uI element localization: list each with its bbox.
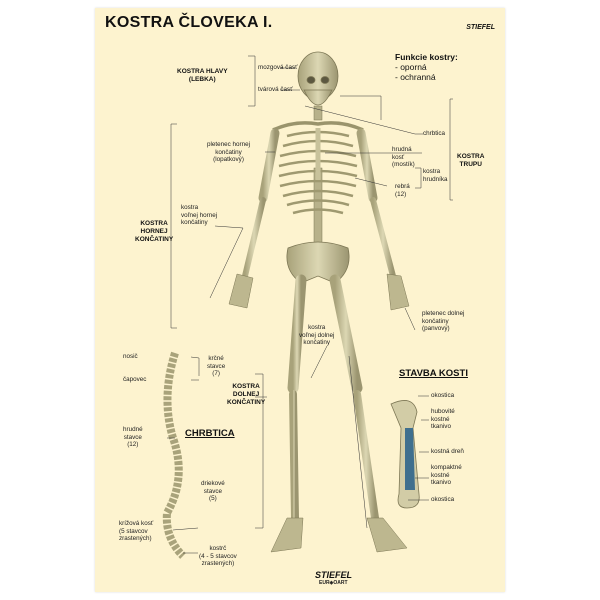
group-trunk: KOSTRA TRUPU [457, 153, 485, 168]
bone-section-title: STAVBA KOSTI [399, 368, 468, 379]
label-shoulder-girdle: pletenec hornej končatiny (lopatkový) [207, 141, 251, 163]
bone-structure-illustration [390, 400, 420, 509]
label-atlas: nosič [123, 353, 138, 360]
hands [228, 273, 410, 311]
label-bone-marrow: kostná dreň [431, 448, 464, 455]
label-sacrum: krížová kosť (5 stavcov zrastených) [119, 520, 154, 542]
group-upper-limb: KOSTRA HORNEJ KONČATINY [135, 220, 174, 243]
label-thorax: kostra hrudníka [423, 168, 448, 183]
functions-heading: Funkcie kostry: [395, 52, 458, 62]
function-item: - ochranná [395, 72, 436, 82]
brand-sub-logo: EUR◈OART [319, 580, 348, 586]
feet [270, 517, 408, 553]
upper-limbs [242, 128, 396, 279]
anatomy-poster: KOSTRA ČLOVEKA I. STIEFEL [95, 8, 505, 592]
label-thoracic: hrudné stavce (12) [123, 426, 143, 448]
label-compact-bone: kompaktné kostné tkanivo [431, 464, 462, 486]
function-item: - oporná [395, 62, 427, 72]
group-lower-limb: KOSTRA DOLNEJ KONČATINY [227, 383, 266, 406]
skeleton-illustration [162, 51, 453, 559]
skeleton-functions: Funkcie kostry: - oporná - ochranná [395, 52, 458, 82]
label-periosteum-2: okostica [431, 496, 455, 503]
label-cervical: krčné stavce (7) [207, 355, 226, 377]
label-free-lower-limb: kostra voľnej dolnej končatiny [299, 324, 335, 346]
label-spongy-bone: hubovité kostné tkanivo [431, 408, 455, 430]
poster-title: KOSTRA ČLOVEKA I. [105, 14, 273, 31]
leader-lines [167, 55, 453, 554]
label-face: tvárová časť [258, 86, 293, 93]
brand-logo-top: STIEFEL [466, 24, 495, 31]
label-free-upper-limb: kostra voľnej hornej končatiny [181, 204, 218, 226]
label-cranium: mozgová časť [258, 64, 298, 71]
label-axis: čapovec [123, 376, 147, 383]
label-periosteum: okostica [431, 392, 455, 399]
spine-section-title: CHRBTICA [185, 428, 235, 439]
label-pelvic-girdle: pletenec dolnej končatiny (panvový) [422, 310, 465, 332]
label-spine: chrbtica [423, 130, 446, 137]
skull [297, 51, 339, 106]
pelvis [286, 241, 350, 284]
lower-limbs [287, 274, 379, 522]
brand-logo-bottom: STIEFEL [315, 570, 353, 580]
label-sternum: hrudná kosť (mostík) [392, 146, 415, 168]
label-coccyx: kostrč (4 - 5 stavcov zrastených) [199, 545, 237, 567]
clavicles [272, 121, 364, 132]
group-head: KOSTRA HLAVY (LEBKA) [177, 68, 228, 83]
label-lumbar: driekové stavce (5) [201, 480, 225, 502]
spine-illustration [162, 351, 186, 559]
label-ribs: rebrá (12) [395, 183, 410, 198]
